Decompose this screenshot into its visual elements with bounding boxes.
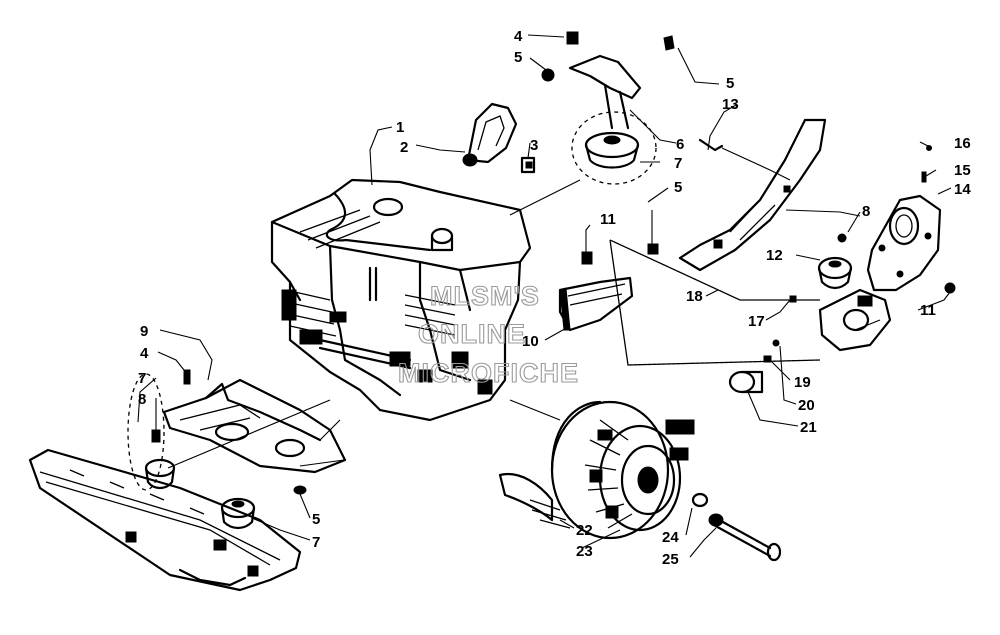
clutch: [498, 399, 782, 562]
callout-25: 25: [662, 551, 679, 568]
callout-23: 23: [576, 543, 593, 560]
callout-6: 6: [676, 136, 684, 153]
frame-rail: [28, 373, 331, 592]
engine: [270, 178, 532, 422]
top-mount: [509, 31, 675, 216]
callout-10: 10: [522, 333, 539, 350]
mount-plate: [162, 369, 347, 474]
callout-5-top-right: 5: [726, 75, 734, 92]
callout-8-right: 8: [862, 203, 870, 220]
callout-19: 19: [794, 374, 811, 391]
callout-5-top-left: 5: [514, 49, 522, 66]
callout-labels: 1 2 3 4 5 5 13 6 7 16 15 14 8 5 11 12 11…: [138, 28, 971, 568]
callout-15: 15: [954, 162, 971, 179]
callout-5-middle: 5: [674, 179, 682, 196]
callout-2: 2: [400, 139, 408, 156]
leader-lines: [137, 34, 952, 558]
callout-13: 13: [722, 96, 739, 113]
side-plate-assembly: [609, 118, 956, 394]
callout-16: 16: [954, 135, 971, 152]
callout-18: 18: [686, 288, 703, 305]
clip: [520, 156, 536, 174]
callout-1: 1: [396, 119, 404, 136]
callout-9: 9: [140, 323, 148, 340]
callout-17: 17: [748, 313, 765, 330]
callout-20: 20: [798, 397, 815, 414]
callout-7-bottom: 7: [312, 534, 320, 551]
callout-7-top: 7: [674, 155, 682, 172]
callout-22: 22: [576, 522, 593, 539]
callout-21: 21: [800, 419, 817, 436]
watermark-line-3: MICROFICHE: [398, 358, 579, 388]
starter-handle: [462, 102, 518, 167]
watermark-line-2: ONLINE: [418, 319, 526, 349]
callout-3: 3: [530, 137, 538, 154]
callout-5-bottom: 5: [312, 511, 320, 528]
center-bracket: [558, 210, 659, 332]
callout-8-left: 8: [138, 391, 146, 408]
callout-11-right: 11: [920, 302, 936, 319]
callout-14: 14: [954, 181, 971, 198]
callout-4-top: 4: [514, 28, 523, 45]
callout-4-left: 4: [140, 345, 149, 362]
callout-12: 12: [766, 247, 783, 264]
callout-11-middle: 11: [600, 211, 616, 228]
callout-7-left: 7: [138, 370, 146, 387]
watermark-line-1: MLSM'S: [430, 281, 540, 311]
watermark: MLSM'S ONLINE MICROFICHE: [397, 280, 579, 388]
callout-24: 24: [662, 529, 679, 546]
